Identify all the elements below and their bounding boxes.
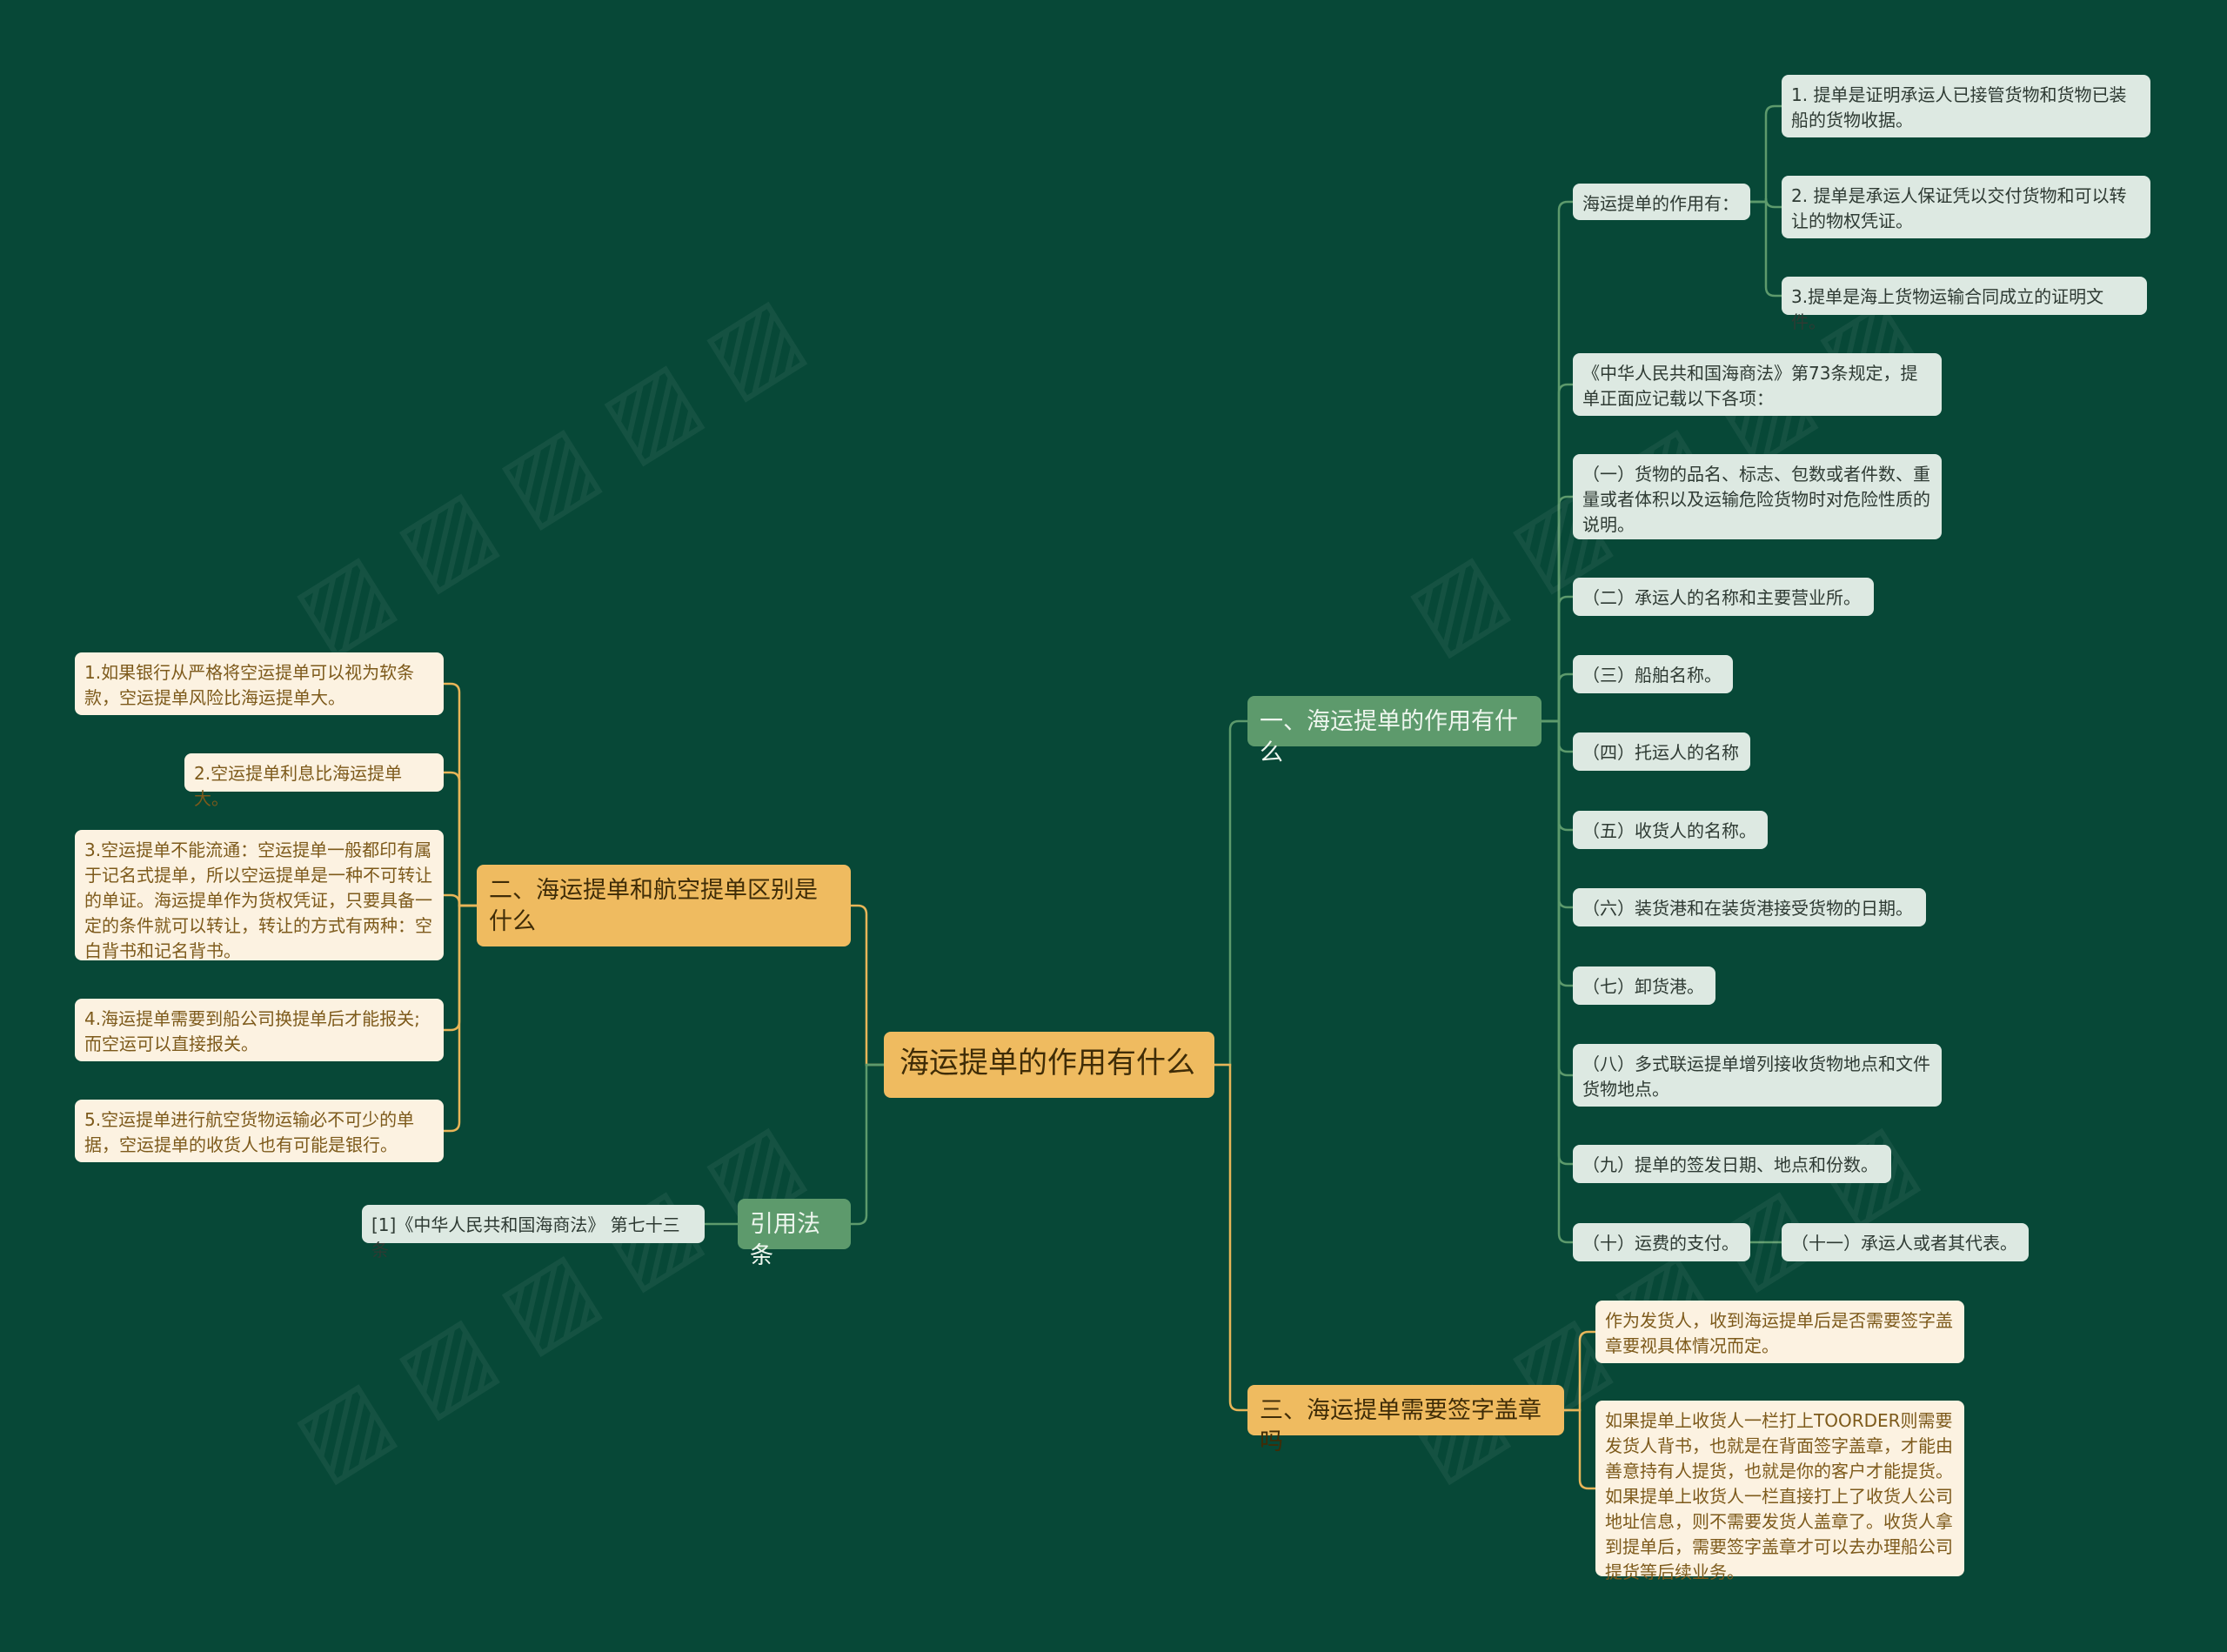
connector-line [1542, 719, 1573, 987]
connector-line [851, 904, 884, 1067]
difference-item[interactable]: 3.空运提单不能流通：空运提单一般都印有属于记名式提单，所以空运提单是一种不可转… [75, 830, 444, 961]
role-item[interactable]: 1. 提单是证明承运人已接管货物和货物已装船的货物收据。 [1782, 75, 2150, 137]
connector-line [1214, 719, 1247, 1067]
law-item[interactable]: （八）多式联运提单增列接收货物地点和文件货物地点。 [1573, 1044, 1942, 1107]
connector-line [1542, 719, 1573, 832]
connector-line [1542, 719, 1573, 1244]
difference-item[interactable]: 4.海运提单需要到船公司换提单后才能报关;而空运可以直接报关。 [75, 999, 444, 1061]
connector-line [444, 771, 477, 907]
central-topic[interactable]: 海运提单的作用有什么 [884, 1032, 1214, 1098]
connector-line [1750, 200, 1782, 298]
connector-line [1542, 383, 1573, 723]
connector-line [1542, 200, 1573, 723]
role-list-title[interactable]: 海运提单的作用有： [1573, 184, 1750, 220]
connector-line [1750, 104, 1782, 204]
law-item[interactable]: （五）收货人的名称。 [1573, 811, 1768, 849]
legal-reference-item[interactable]: [1]《中华人民共和国海商法》 第七十三条 [362, 1205, 705, 1261]
difference-item[interactable]: 5.空运提单进行航空货物运输必不可少的单据，空运提单的收货人也有可能是银行。 [75, 1100, 444, 1162]
connector-line [1542, 719, 1573, 909]
connector-line [1750, 197, 1782, 209]
role-item[interactable]: 3.提单是海上货物运输合同成立的证明文件。 [1782, 277, 2147, 332]
law-item[interactable]: （一）货物的品名、标志、包数或者件数、重量或者体积以及运输危险货物时对危险性质的… [1573, 454, 1942, 539]
connector-line [1542, 719, 1573, 753]
connector-line [1542, 672, 1573, 723]
branch-difference[interactable]: 二、海运提单和航空提单区别是什么 [477, 865, 851, 946]
branch-role[interactable]: 一、海运提单的作用有什么 [1247, 696, 1542, 766]
law-intro[interactable]: 《中华人民共和国海商法》第73条规定，提单正面应记载以下各项： [1573, 353, 1942, 416]
connector-line [444, 893, 477, 907]
connector-line [444, 682, 477, 907]
law-item-extra[interactable]: （十一）承运人或者其代表。 [1782, 1223, 2029, 1261]
law-item[interactable]: （四）托运人的名称 [1573, 732, 1750, 771]
connector-line [1542, 495, 1573, 723]
connector-line [1214, 1063, 1247, 1412]
connector-line [851, 1063, 884, 1226]
law-item[interactable]: （二）承运人的名称和主要营业所。 [1573, 578, 1874, 616]
law-item[interactable]: （九）提单的签发日期、地点和份数。 [1573, 1145, 1891, 1183]
signature-item[interactable]: 作为发货人，收到海运提单后是否需要签字盖章要视具体情况而定。 [1595, 1301, 1964, 1363]
role-item[interactable]: 2. 提单是承运人保证凭以交付货物和可以转让的物权凭证。 [1782, 176, 2150, 238]
signature-item[interactable]: 如果提单上收货人一栏打上TOORDER则需要发货人背书，也就是在背面签字盖章，才… [1595, 1401, 1964, 1582]
branch-signature[interactable]: 三、海运提单需要签字盖章吗 [1247, 1385, 1564, 1455]
connector-line [444, 904, 477, 1133]
connector-line [1564, 1408, 1595, 1490]
law-item[interactable]: （七）卸货港。 [1573, 966, 1715, 1005]
connector-line [1542, 595, 1573, 723]
connector-line [1542, 719, 1573, 1077]
law-item[interactable]: （三）船舶名称。 [1573, 655, 1733, 693]
law-item[interactable]: （六）装货港和在装货港接受货物的日期。 [1573, 888, 1926, 926]
difference-item[interactable]: 1.如果银行从严格将空运提单可以视为软条款，空运提单风险比海运提单大。 [75, 652, 444, 715]
connector-line [1542, 719, 1573, 1166]
connector-line [1564, 1330, 1595, 1412]
branch-legal-reference[interactable]: 引用法条 [738, 1199, 851, 1269]
difference-item[interactable]: 2.空运提单利息比海运提单大。 [184, 753, 444, 809]
law-item[interactable]: （十）运费的支付。 [1573, 1223, 1750, 1261]
